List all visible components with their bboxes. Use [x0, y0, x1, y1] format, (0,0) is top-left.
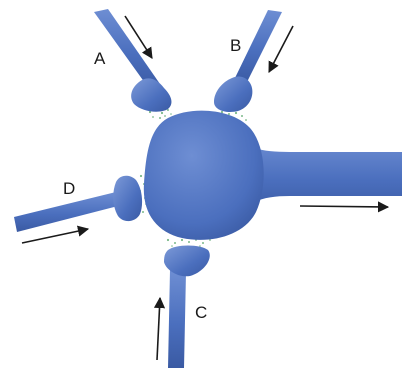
label-c: C — [195, 303, 207, 322]
presynaptic-neuron-a — [94, 9, 171, 112]
presynaptic-neuron-d — [14, 176, 142, 232]
axon-c — [168, 270, 186, 368]
terminal-d — [113, 176, 142, 221]
axon-d — [14, 192, 118, 232]
label-a: A — [94, 49, 106, 68]
arrow-c — [157, 298, 160, 360]
label-b: B — [230, 36, 241, 55]
cell-body — [144, 111, 264, 240]
terminal-a — [131, 78, 171, 111]
presynaptic-neuron-b — [214, 10, 282, 112]
arrow-output — [300, 206, 388, 207]
arrow-d — [22, 229, 88, 243]
terminal-b — [214, 76, 252, 112]
arrow-b — [269, 26, 293, 72]
label-d: D — [63, 179, 75, 198]
